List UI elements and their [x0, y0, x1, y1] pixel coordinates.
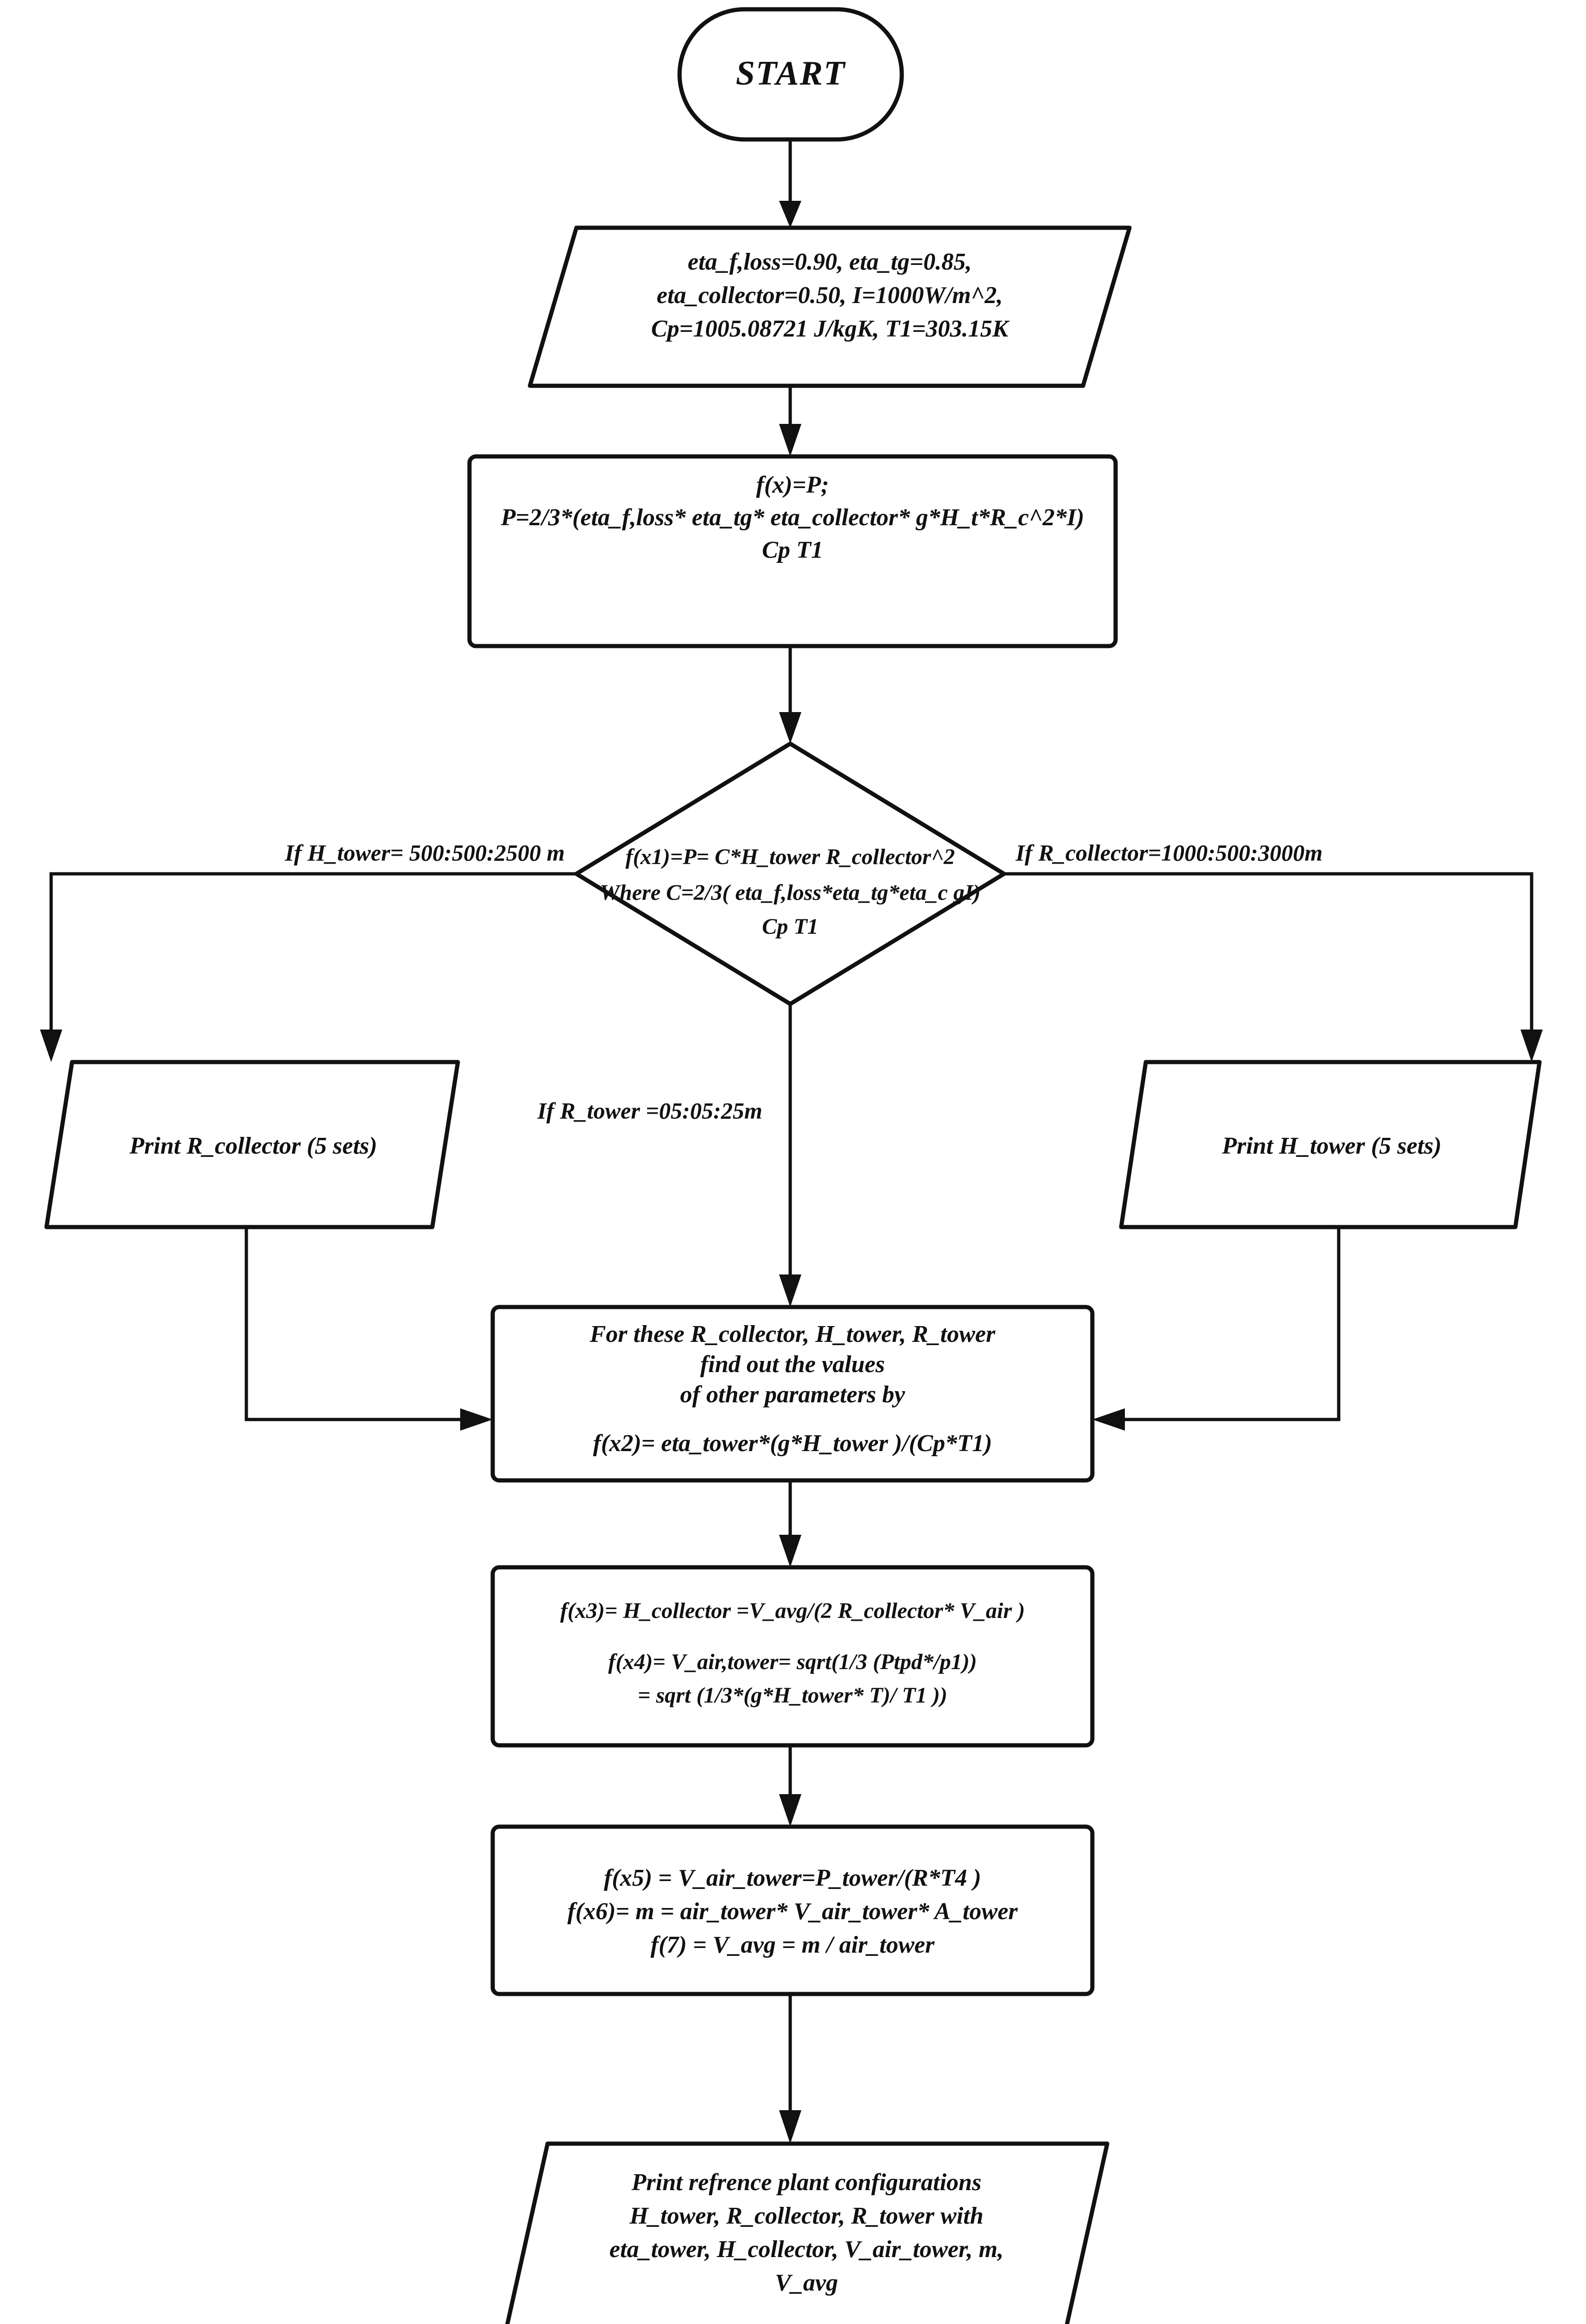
arrowhead-decision-right [1520, 1030, 1543, 1062]
connector-decision-left [49, 872, 576, 1037]
connector-layer [40, 139, 1543, 2144]
decision-line-1: f(x1)=P= C*H_tower R_collector^2 [626, 845, 955, 869]
print-configurations-line-3: eta_tower, H_collector, V_air_tower, m, [609, 2236, 1004, 2263]
mass-flow-equations-box-shape [490, 1824, 1095, 1996]
arrowhead-printrc-to-find [460, 1408, 493, 1431]
power-equation-box-shape [467, 454, 1118, 648]
arrowhead-inputs-to-power [779, 424, 801, 456]
node-collector-air-equations[interactable]: f(x3)= H_collector =V_avg/(2 R_collector… [490, 1565, 1095, 1748]
power-equation-line-3: Cp T1 [762, 537, 823, 563]
node-print-h-tower[interactable]: Print H_tower (5 sets) [1119, 1060, 1542, 1229]
find-parameters-line-3: of other parameters by [680, 1381, 905, 1408]
print-r-collector-parallelogram-shape [44, 1060, 460, 1229]
print-configurations-parallelogram-shape [505, 2141, 1110, 2324]
node-mass-flow-equations[interactable]: f(x5) = V_air_tower=P_tower/(R*T4 ) f(x6… [490, 1824, 1095, 1996]
find-parameters-line-2: find out the values [700, 1351, 885, 1378]
print-h-tower-label: Print H_tower (5 sets) [1222, 1133, 1441, 1159]
arrowhead-start-to-inputs [779, 201, 801, 228]
print-configurations-line-4: V_avg [775, 2270, 838, 2296]
node-start[interactable]: START [677, 7, 904, 142]
node-decision[interactable]: f(x1)=P= C*H_tower R_collector^2 Where C… [574, 741, 1006, 1006]
arrowhead-decision-middle [779, 1274, 801, 1307]
inputs-line-1: eta_f,loss=0.90, eta_tg=0.85, [688, 249, 972, 275]
arrowhead-find-to-collector [779, 1535, 801, 1567]
node-print-configurations[interactable]: Print refrence plant configurations H_to… [505, 2141, 1110, 2324]
arrowhead-printht-to-find [1092, 1408, 1125, 1431]
collector-air-line-1: f(x3)= H_collector =V_avg/(2 R_collector… [560, 1598, 1025, 1623]
arrowhead-mass-to-print [779, 2110, 801, 2144]
print-r-collector-label: Print R_collector (5 sets) [129, 1133, 377, 1159]
edge-label-branch-middle: If R_tower =05:05:25m [537, 1097, 762, 1123]
node-find-parameters[interactable]: For these R_collector, H_tower, R_tower … [490, 1305, 1095, 1483]
start-label: START [736, 54, 846, 92]
node-inputs[interactable]: eta_f,loss=0.90, eta_tg=0.85, eta_collec… [528, 225, 1132, 388]
node-print-r-collector[interactable]: Print R_collector (5 sets) [44, 1060, 460, 1229]
print-h-tower-parallelogram-shape [1119, 1060, 1542, 1229]
node-power-equation[interactable]: f(x)=P; P=2/3*(eta_f,loss* eta_tg* eta_c… [467, 454, 1118, 648]
mass-flow-line-3: f(7) = V_avg = m / air_tower [651, 1932, 935, 1958]
mass-flow-line-2: f(x6)= m = air_tower* V_air_tower* A_tow… [568, 1898, 1018, 1925]
power-equation-line-1: f(x)=P; [756, 472, 829, 498]
collector-air-line-4: = sqrt (1/3*(g*H_tower* T)/ T1 )) [638, 1683, 947, 1708]
inputs-line-2: eta_collector=0.50, I=1000W/m^2, [657, 282, 1003, 309]
find-parameters-line-5: f(x2)= eta_tower*(g*H_tower )/(Cp*T1) [593, 1430, 992, 1457]
start-terminator-shape [677, 7, 904, 142]
print-configurations-line-2: H_tower, R_collector, R_tower with [629, 2203, 983, 2229]
edge-label-branch-right: If R_collector=1000:500:3000m [1015, 839, 1322, 865]
connector-printht-to-find [1116, 1227, 1341, 1421]
collector-air-line-3: f(x4)= V_air,tower= sqrt(1/3 (Ptpd*/p1)) [608, 1650, 977, 1674]
decision-line-2: Where C=2/3( eta_f,loss*eta_tg*eta_c gI) [600, 880, 980, 905]
arrowhead-collector-to-mass [779, 1794, 801, 1827]
find-parameters-line-1: For these R_collector, H_tower, R_tower [589, 1321, 996, 1347]
decision-line-3: Cp T1 [762, 914, 818, 939]
arrowhead-decision-left [40, 1030, 62, 1062]
arrowhead-power-to-decision [779, 712, 801, 744]
mass-flow-line-1: f(x5) = V_air_tower=P_tower/(R*T4 ) [604, 1865, 981, 1891]
edge-label-branch-left: If H_tower= 500:500:2500 m [284, 839, 565, 865]
connector-decision-right [1004, 872, 1533, 1037]
find-parameters-box-shape [490, 1305, 1095, 1483]
inputs-parallelogram-shape [528, 225, 1132, 388]
decision-diamond-shape [574, 741, 1006, 1006]
power-equation-line-2: P=2/3*(eta_f,loss* eta_tg* eta_collector… [500, 504, 1084, 531]
connector-printrc-to-find [245, 1227, 469, 1421]
inputs-line-3: Cp=1005.08721 J/kgK, T1=303.15K [651, 316, 1010, 342]
collector-air-equations-box-shape [490, 1565, 1095, 1748]
print-configurations-line-1: Print refrence plant configurations [631, 2169, 982, 2196]
